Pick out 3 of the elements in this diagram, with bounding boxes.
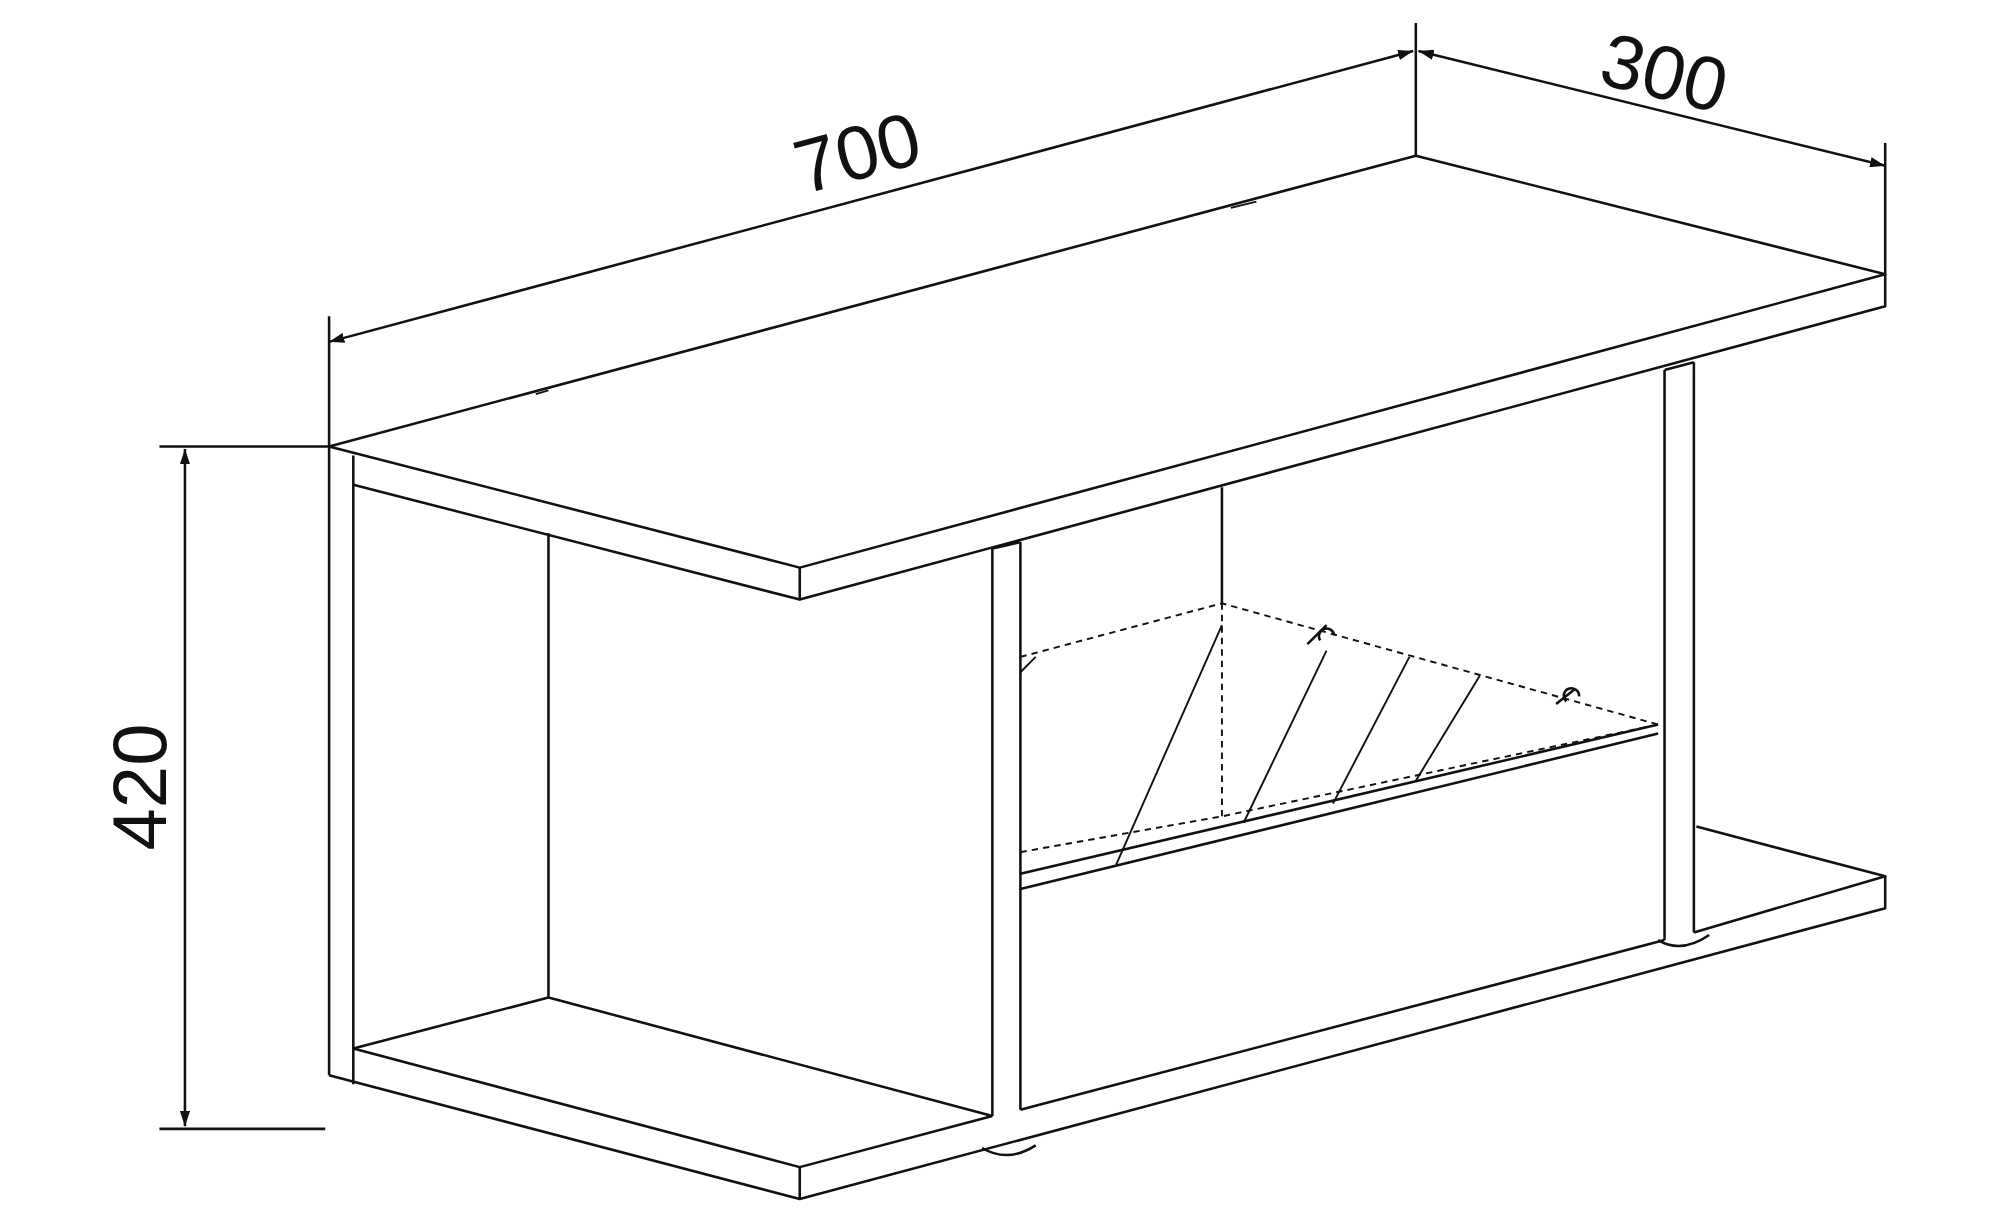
dimension-label: 420	[102, 723, 179, 851]
dimension-label: 300	[1593, 20, 1736, 125]
dimension-label: 700	[785, 99, 929, 207]
